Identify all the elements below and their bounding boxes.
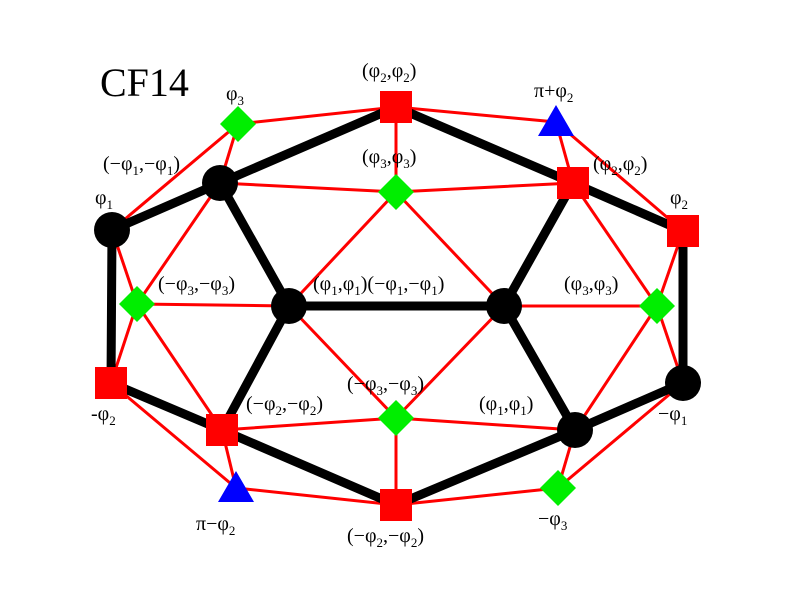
red-edge — [394, 416, 577, 432]
node-label: (−φ2,−φ2) — [347, 525, 424, 550]
black-edge — [570, 378, 688, 435]
red-edge — [220, 416, 398, 432]
black-edge — [217, 301, 294, 435]
node-label: π+φ2 — [534, 80, 573, 105]
black-edge — [107, 178, 225, 235]
red-edge — [135, 181, 222, 306]
black-edge — [499, 178, 578, 311]
red-edge — [287, 190, 398, 308]
node-label: (φ1,φ1) — [479, 393, 533, 418]
red-edge — [394, 105, 558, 124]
black-edge — [106, 225, 117, 388]
red-edge — [394, 181, 575, 194]
black-edge — [391, 425, 580, 510]
green-diamond-node — [220, 106, 256, 142]
red-edge — [573, 304, 659, 432]
node-label: (φ3,φ3) — [362, 146, 416, 171]
labels: φ1 (−φ1,−φ1) φ3 (φ2,φ2) π+φ2 (φ3,φ3) (φ2,φ2) φ2… — [91, 60, 688, 550]
node-label: (φ3,φ3) — [564, 273, 618, 298]
red-edge — [394, 304, 506, 420]
red-square-node — [95, 367, 127, 399]
red-square-node — [206, 414, 238, 446]
red-square-node — [380, 489, 412, 521]
black-edges — [106, 102, 688, 510]
black-circle-node — [665, 365, 701, 401]
node-label: φ3 — [226, 83, 244, 108]
black-circle-node — [202, 165, 238, 201]
nodes — [94, 91, 701, 521]
node-label: (−φ2,−φ2) — [246, 393, 323, 418]
black-circle-node — [271, 288, 307, 324]
green-diamond-node — [119, 286, 155, 322]
red-edge — [394, 486, 560, 507]
node-label: (φ2,φ2) — [362, 60, 416, 85]
red-edge — [109, 381, 238, 490]
green-diamond-node — [378, 174, 414, 210]
node-label: -φ2 — [91, 403, 116, 428]
red-edge — [218, 181, 398, 194]
black-circle-node — [486, 288, 522, 324]
node-label: π−φ2 — [196, 513, 235, 538]
black-circle-node — [94, 212, 130, 248]
red-edge — [135, 302, 291, 308]
node-label: (−φ3,−φ3) — [347, 373, 424, 398]
node-label: (φ1,φ1)(−φ1,−φ1) — [313, 273, 444, 298]
black-edge — [391, 102, 578, 188]
red-square-node — [380, 91, 412, 123]
red-edge — [110, 122, 240, 232]
blue-triangle-node — [538, 105, 574, 136]
green-diamond-node — [540, 470, 576, 506]
red-edge — [556, 381, 685, 490]
black-edge — [215, 102, 401, 188]
red-edge — [287, 304, 398, 420]
black-edge — [499, 301, 580, 435]
red-edge — [394, 190, 506, 308]
blue-triangle-node — [218, 471, 254, 502]
red-edge — [554, 120, 685, 233]
node-label: −φ3 — [538, 508, 567, 533]
red-edge — [571, 181, 659, 308]
node-label: (φ2,φ2) — [593, 153, 647, 178]
red-edge — [236, 105, 398, 126]
red-edge — [135, 302, 224, 432]
node-label: (−φ3,−φ3) — [158, 273, 235, 298]
red-square-node — [667, 215, 699, 247]
node-label: (−φ1,−φ1) — [103, 153, 180, 178]
red-square-node — [557, 167, 589, 199]
green-diamond-node — [639, 288, 675, 324]
diagram-title: CF14 — [100, 60, 189, 105]
node-label: φ2 — [670, 187, 688, 212]
node-label: −φ1 — [658, 403, 687, 428]
node-label: φ1 — [95, 187, 113, 212]
black-circle-node — [557, 412, 593, 448]
black-edge — [568, 178, 688, 236]
green-diamond-node — [378, 400, 414, 436]
black-edge — [215, 178, 294, 311]
black-edge — [106, 378, 227, 435]
black-edge — [217, 425, 401, 510]
red-edge — [234, 486, 398, 507]
